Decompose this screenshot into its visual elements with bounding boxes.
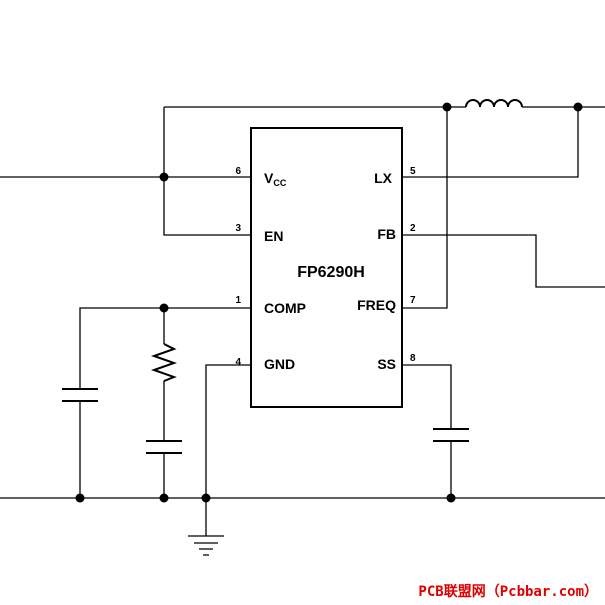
pin-fb-name: FB: [377, 226, 396, 242]
inductor: [465, 99, 523, 108]
wire-comp: [79, 307, 251, 389]
junction-vcc: [159, 172, 169, 182]
wire-lx: [402, 107, 579, 178]
pin-vcc-name: VCC: [264, 170, 287, 188]
pin-freq-name: FREQ: [357, 297, 396, 313]
pin-ss-name: SS: [377, 356, 396, 372]
pin-freq-number: 7: [410, 295, 416, 306]
capacitor-comp-rc: [146, 440, 182, 454]
resistor: [150, 343, 178, 382]
wire-freq: [402, 107, 448, 309]
junction-gnd-comp-cap: [75, 493, 85, 503]
chip-name: FP6290H: [297, 264, 365, 281]
wire-top-rail: [163, 107, 251, 236]
ic-body: [250, 127, 403, 408]
junction-gnd-pin: [201, 493, 211, 503]
pin-fb-number: 2: [410, 223, 416, 234]
pin-vcc-number: 6: [235, 166, 241, 177]
capacitor-ss: [433, 428, 469, 442]
junction-gnd-rc: [159, 493, 169, 503]
wire-fb: [402, 234, 605, 288]
pin-lx-name: LX: [374, 170, 393, 186]
wire-gnd-pin: [205, 364, 251, 536]
pin-en-name: EN: [264, 228, 283, 244]
pin-gnd-name: GND: [264, 356, 295, 372]
capacitor-comp: [62, 388, 98, 402]
pin-lx-number: 5: [410, 166, 416, 177]
pin-comp-name: COMP: [264, 300, 306, 316]
watermark-text: PCB联盟网（Pcbbar.com）: [418, 584, 598, 600]
pin-gnd-number: 4: [235, 357, 241, 368]
junction-gnd-ss: [446, 493, 456, 503]
ground-symbol: [188, 535, 224, 556]
pin-comp-number: 1: [235, 295, 241, 306]
pin-ss-number: 8: [410, 353, 416, 364]
wire-ss: [402, 364, 452, 429]
pin-en-number: 3: [235, 223, 241, 234]
